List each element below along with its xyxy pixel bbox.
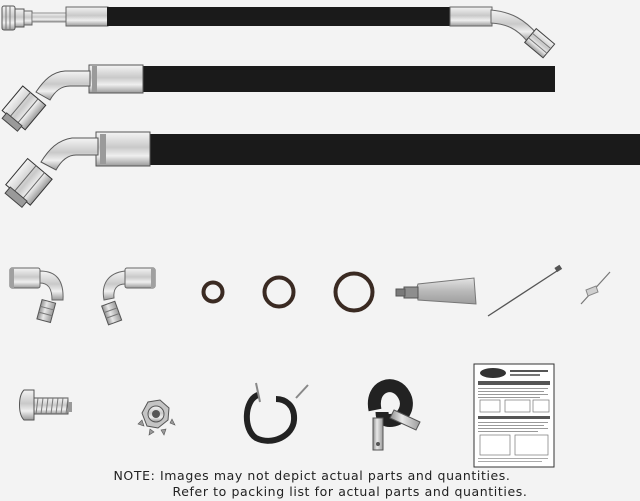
hose-3-elbow <box>40 137 99 171</box>
hose-1-hose <box>107 7 451 26</box>
hose-1-left-ferrule <box>65 6 109 27</box>
hose-2-nut <box>1 85 47 132</box>
disclaimer-line-1: NOTE: Images may not depict actual parts… <box>113 468 511 483</box>
o-ring-medium <box>262 275 296 309</box>
o-ring-large <box>333 271 375 313</box>
fitting-45-degree <box>101 267 156 326</box>
instruction-sheet <box>473 363 555 468</box>
lock-nut <box>137 399 176 436</box>
hose-3-hose <box>148 134 640 165</box>
hose-3-nut <box>4 157 53 209</box>
hose-clamp-large <box>367 379 421 451</box>
hose-1-right-ferrule <box>449 6 493 27</box>
hose-assembly-1 <box>1 5 556 59</box>
zip-tie <box>487 264 563 317</box>
hose-assembly-3 <box>4 131 640 209</box>
hose-clamp-small <box>243 382 309 444</box>
disclaimer-line-2: Refer to packing list for actual parts a… <box>172 484 528 499</box>
hose-assembly-2 <box>1 64 555 132</box>
hose-2-ferrule <box>88 64 144 94</box>
hose-1-right-nut <box>523 27 556 59</box>
lubricant-tube <box>395 277 477 305</box>
wire-clip <box>580 271 611 305</box>
bolt <box>19 389 72 421</box>
fitting-90-degree <box>9 267 64 324</box>
hose-2-hose <box>141 66 555 92</box>
o-ring-small <box>201 280 225 304</box>
hose-1-left-nut <box>1 5 33 31</box>
hose-2-elbow <box>35 70 91 101</box>
hose-1-tube <box>31 12 69 23</box>
